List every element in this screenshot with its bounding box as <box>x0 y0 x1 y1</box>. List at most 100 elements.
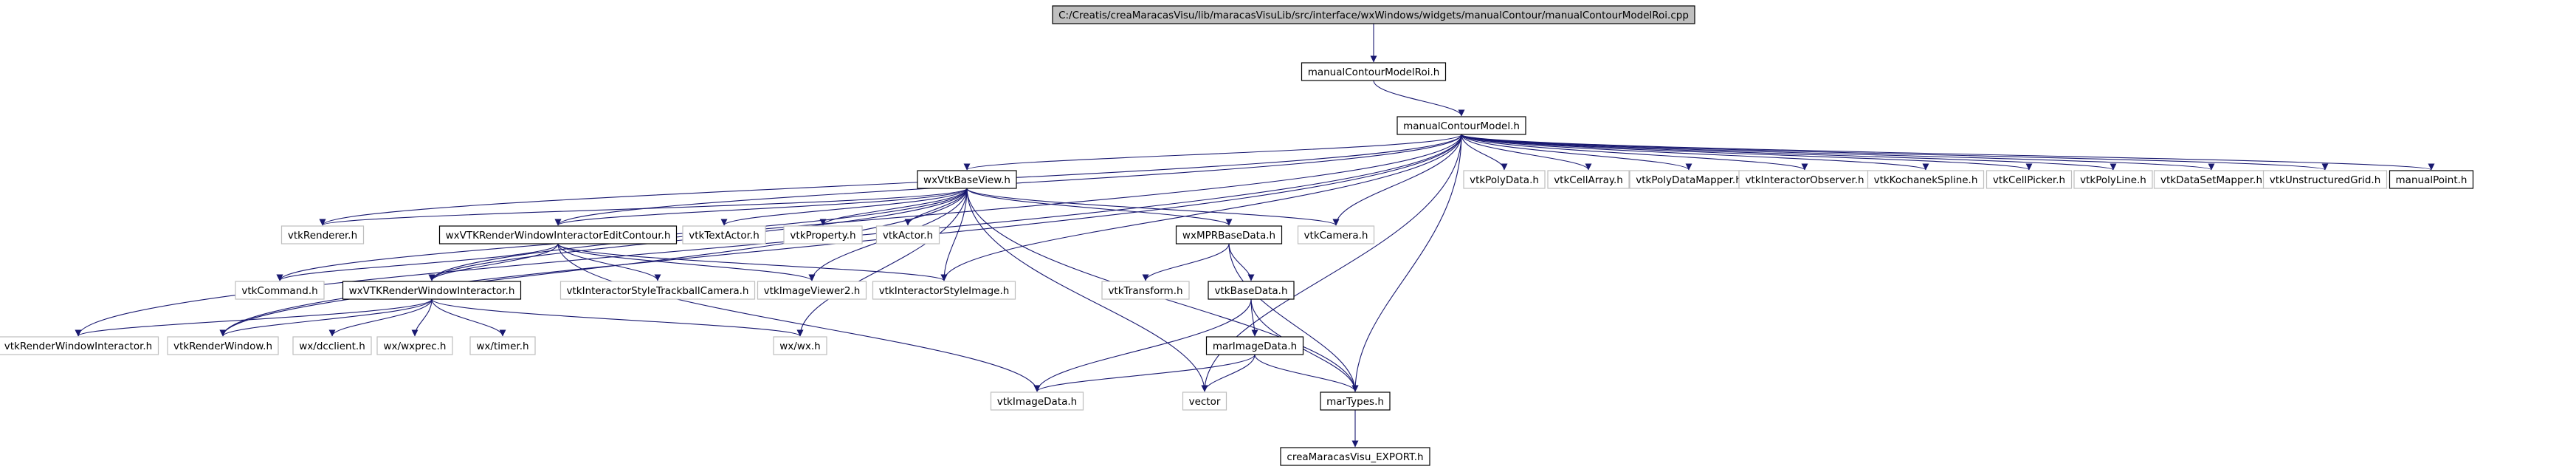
graph-node-wxvtkrenderwindowinteractoreditcontour-h[interactable]: wxVTKRenderWindowInteractorEditContour.h <box>438 225 678 244</box>
graph-node-box <box>292 336 372 355</box>
graph-edge-wxmprbase-to-martypes <box>1228 243 1359 392</box>
graph-edge-wxvtkrwi-to-wxwx <box>431 298 804 337</box>
graph-node-vtkrenderwindowinteractor-h[interactable]: vtkRenderWindowInteractor.h <box>0 336 159 355</box>
graph-node-vtkkochanekspline-h[interactable]: vtkKochanekSpline.h <box>1867 170 1985 189</box>
graph-node-label: vtkCommand.h <box>241 285 317 297</box>
graph-node-vtkinteractorstyleimage-h[interactable]: vtkInteractorStyleImage.h <box>872 281 1016 300</box>
graph-node-vtktransform-h[interactable]: vtkTransform.h <box>1101 281 1190 300</box>
graph-node-label: wx/timer.h <box>476 341 528 352</box>
graph-node-box <box>438 225 678 244</box>
graph-node-label: vtkBaseData.h <box>1214 285 1287 297</box>
graph-node-vtkunstructuredgrid-h[interactable]: vtkUnstructuredGrid.h <box>2262 170 2388 189</box>
graph-node-wxmprbasedata-h[interactable]: wxMPRBaseData.h <box>1175 225 1283 244</box>
graph-node-box <box>280 225 365 244</box>
graph-node-wx-wx-h[interactable]: wx/wx.h <box>773 336 827 355</box>
graph-node-wx-wxprec-h[interactable]: wx/wxprec.h <box>376 336 453 355</box>
graph-edge-marimagedata-to-vtkimagedata <box>1033 354 1256 392</box>
graph-node-wx-dcclient-h[interactable]: wx/dcclient.h <box>292 336 372 355</box>
graph-node-manualpoint-h[interactable]: manualPoint.h <box>2389 170 2474 189</box>
graph-node-box <box>1547 170 1630 189</box>
graph-node-box <box>990 391 1084 411</box>
graph-node-vector[interactable]: vector <box>1182 391 1227 411</box>
graph-edge-wxmprbase-to-vtkbasedata <box>1228 243 1255 281</box>
graph-node-box <box>2389 170 2474 189</box>
graph-node-vtkcommand-h[interactable]: vtkCommand.h <box>235 281 325 300</box>
graph-node-vtkrenderwindow-h[interactable]: vtkRenderWindow.h <box>167 336 279 355</box>
graph-node-wxvtkrenderwindowinteractor-h[interactable]: wxVTKRenderWindowInteractor.h <box>342 281 522 300</box>
graph-node-box <box>682 225 766 244</box>
graph-node-label: manualContourModelRoi.h <box>1308 66 1440 78</box>
graph-node-vtktextactor-h[interactable]: vtkTextActor.h <box>682 225 766 244</box>
graph-node-vtkrenderer-h[interactable]: vtkRenderer.h <box>280 225 365 244</box>
graph-edge-wxvtkrwiec-to-wxvtkrwi <box>428 243 559 281</box>
graph-node-wx-timer-h[interactable]: wx/timer.h <box>469 336 536 355</box>
graph-node-vtkpolyline-h[interactable]: vtkPolyLine.h <box>2073 170 2153 189</box>
graph-node-label: vtkDataSetMapper.h <box>2160 174 2262 186</box>
graph-node-vtkcellpicker-h[interactable]: vtkCellPicker.h <box>1986 170 2073 189</box>
graph-edge-wxvtkrwi-to-wxwxprec <box>411 298 433 337</box>
graph-node-box <box>2262 170 2388 189</box>
graph-node-marimagedata-h[interactable]: marImageData.h <box>1205 336 1304 355</box>
graph-node-label: vtkCellArray.h <box>1554 174 1623 186</box>
graph-node-label: vtkInteractorStyleTrackballCamera.h <box>567 285 749 297</box>
graph-node-box <box>1205 336 1304 355</box>
graph-node-label: wx/dcclient.h <box>299 341 365 352</box>
graph-edge-mcm_h-to-martypes <box>1351 134 1462 392</box>
graph-node-box <box>342 281 522 300</box>
graph-node-box <box>917 170 1017 189</box>
graph-node-vtkinteractorobserver-h[interactable]: vtkInteractorObserver.h <box>1738 170 1871 189</box>
graph-edge-wxvtkrwiec-to-vtkcommand <box>276 243 559 281</box>
graph-node-vtkcellarray-h[interactable]: vtkCellArray.h <box>1547 170 1630 189</box>
graph-edge-wxvtkbase-to-vtkactor <box>904 188 968 226</box>
graph-node-martypes-h[interactable]: marTypes.h <box>1320 391 1391 411</box>
graph-node-box <box>1175 225 1283 244</box>
graph-node-manualcontourmodel-h[interactable]: manualContourModel.h <box>1397 116 1526 135</box>
graph-node-vtkpolydatamapper-h[interactable]: vtkPolyDataMapper.h <box>1629 170 1749 189</box>
graph-node-vtkbasedata-h[interactable]: vtkBaseData.h <box>1208 281 1295 300</box>
graph-node-box <box>1052 5 1695 24</box>
graph-edge-wxvtkrwi-to-wxtimer <box>431 298 506 337</box>
graph-edge-wxvtkbase-to-wxvtkrwiec <box>554 188 968 226</box>
nodes-layer: C:/Creatis/creaMaracasVisu/lib/maracasVi… <box>0 5 2474 466</box>
graph-node-label: vtkRenderWindow.h <box>173 341 272 352</box>
graph-edge-wxvtkbase-to-vtkcamera <box>966 188 1340 226</box>
graph-node-wxvtkbaseview-h[interactable]: wxVtkBaseView.h <box>917 170 1017 189</box>
graph-node-vtkdatasetmapper-h[interactable]: vtkDataSetMapper.h <box>2153 170 2270 189</box>
graph-node-label: vector <box>1189 396 1221 408</box>
graph-edge-wxvtkbase-to-vector <box>966 188 1208 392</box>
graph-edge-mcmroi_h-to-mcm_h <box>1373 80 1465 117</box>
graph-node-vtkimagedata-h[interactable]: vtkImageData.h <box>990 391 1084 411</box>
graph-edge-marimagedata-to-martypes <box>1254 354 1359 392</box>
graph-edge-wxvtkrwiec-to-vtkimageviewer2 <box>557 243 816 281</box>
graph-node-label: vtkTextActor.h <box>689 230 760 242</box>
graph-node-box <box>469 336 536 355</box>
graph-node-vtkinteractorstyletrackballcamera-h[interactable]: vtkInteractorStyleTrackballCamera.h <box>559 281 756 300</box>
graph-node-label: C:/Creatis/creaMaracasVisu/lib/maracasVi… <box>1058 10 1689 21</box>
graph-node-manualcontourmodelroi-h[interactable]: manualContourModelRoi.h <box>1301 62 1447 81</box>
graph-node-box <box>1463 170 1546 189</box>
graph-edge-wxvtkbase-to-wxmprbase <box>966 188 1233 226</box>
graph-node-vtkproperty-h[interactable]: vtkProperty.h <box>783 225 863 244</box>
graph-node-vtkcamera-h[interactable]: vtkCamera.h <box>1297 225 1375 244</box>
graph-node-box <box>757 281 867 300</box>
graph-node-box <box>2073 170 2153 189</box>
graph-node-vtkimageviewer2-h[interactable]: vtkImageViewer2.h <box>757 281 867 300</box>
graph-node-box <box>773 336 827 355</box>
graph-edge-mcm_h-to-vtkisimage <box>940 134 1462 281</box>
graph-edge-wxvtkbase-to-vtkisimage <box>940 188 968 281</box>
graph-node-box <box>376 336 453 355</box>
graph-node-c-creatis-creamaracasvisu-lib-maracasvisulib-src-interface-wxwindows-widgets-manualcontour-manualcontourmodelroi-cpp[interactable]: C:/Creatis/creaMaracasVisu/lib/maracasVi… <box>1052 5 1695 24</box>
graph-node-box <box>1738 170 1871 189</box>
graph-node-box <box>0 336 159 355</box>
graph-node-label: vtkActor.h <box>883 230 933 242</box>
graph-node-creamaracasvisu-export-h[interactable]: creaMaracasVisu_EXPORT.h <box>1280 447 1430 466</box>
graph-node-vtkpolydata-h[interactable]: vtkPolyData.h <box>1463 170 1546 189</box>
graph-node-vtkactor-h[interactable]: vtkActor.h <box>875 225 940 244</box>
graph-node-label: creaMaracasVisu_EXPORT.h <box>1287 451 1423 463</box>
graph-edge-mcm_h-to-wxvtkbase <box>963 134 1462 171</box>
graph-edge-mcm_h-to-vtkcamera <box>1332 134 1462 226</box>
graph-edge-wxvtkrwiec-to-vtkisimage <box>557 243 948 281</box>
graph-node-label: wxVTKRenderWindowInteractorEditContour.h <box>446 230 671 242</box>
graph-node-box <box>1301 62 1447 81</box>
